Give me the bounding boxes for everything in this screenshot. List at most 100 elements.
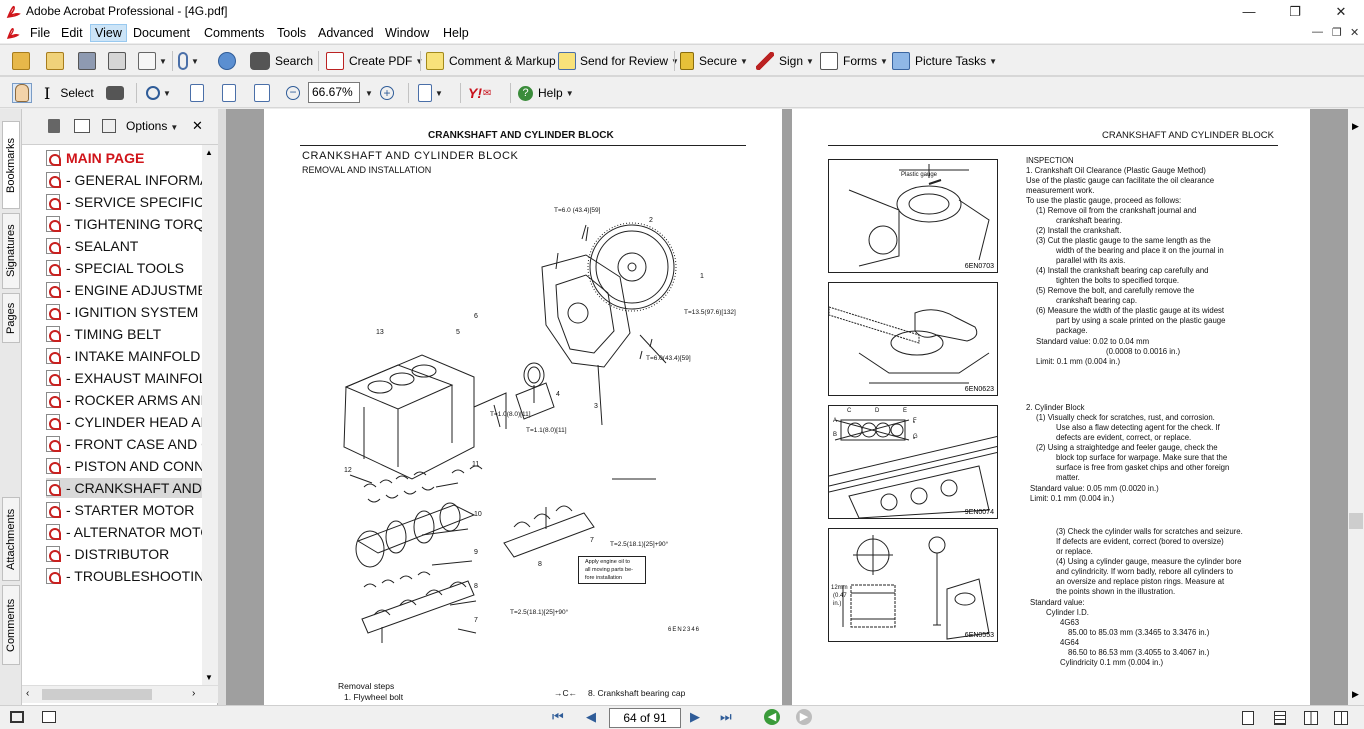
bookmark-item[interactable]: - TIMING BELT	[46, 324, 202, 344]
maximize-button[interactable]: ❐	[1289, 3, 1301, 19]
scroll-left-icon[interactable]: ‹	[26, 688, 30, 699]
picture-tasks-button[interactable]: Picture Tasks▼	[892, 51, 997, 71]
panel-splitter[interactable]	[218, 109, 226, 705]
bookmark-item[interactable]: - IGNITION SYSTEM	[46, 302, 202, 322]
bookmark-item[interactable]: - TIGHTENING TORQU	[46, 214, 202, 234]
forms-button[interactable]: Forms▼	[820, 51, 888, 71]
close-button[interactable]: ✕	[1335, 3, 1347, 19]
open-button[interactable]	[12, 51, 30, 71]
bookmark-item[interactable]: - SERVICE SPECIFICA	[46, 192, 202, 212]
help-button[interactable]: ?Help▼	[518, 83, 574, 103]
bookmark-item[interactable]: - FRONT CASE AND C	[46, 434, 202, 454]
options-icon[interactable]	[42, 711, 56, 723]
tab-comments[interactable]: Comments	[2, 585, 20, 665]
menu-file[interactable]: File	[30, 26, 51, 40]
organizer-button[interactable]	[46, 51, 64, 71]
options-menu[interactable]: Options▼	[126, 119, 178, 133]
document-vertical-scrollbar[interactable]: ▶ ▶	[1348, 109, 1364, 705]
scroll-right-icon[interactable]: ▶	[1352, 689, 1359, 699]
previous-page-button[interactable]: ◀	[586, 709, 596, 724]
next-page-button[interactable]: ▶	[690, 709, 700, 724]
bookmark-item[interactable]: - TROUBLESHOOTING	[46, 566, 202, 586]
bookmark-item[interactable]: - PISTON AND CONNE	[46, 456, 202, 476]
menu-comments[interactable]: Comments	[204, 26, 265, 40]
scroll-thumb[interactable]	[42, 689, 152, 700]
scroll-up-icon[interactable]: ▲	[205, 148, 213, 157]
tab-attachments[interactable]: Attachments	[2, 497, 20, 581]
menu-document[interactable]: Document	[133, 26, 190, 40]
scroll-thumb[interactable]	[1349, 513, 1363, 529]
bookmark-item[interactable]: - GENERAL INFORMA	[46, 170, 202, 190]
search-button[interactable]: Search	[250, 51, 313, 71]
menu-edit[interactable]: Edit	[61, 26, 83, 40]
go-forward-button[interactable]: ▶	[796, 709, 812, 725]
page-number-input[interactable]: 64 of 91	[609, 708, 681, 728]
tab-bookmarks[interactable]: Bookmarks	[2, 121, 20, 209]
zoom-input[interactable]: 66.67%	[308, 82, 360, 103]
bookmark-item[interactable]: - ROCKER ARMS AND	[46, 390, 202, 410]
fit-width-button[interactable]	[254, 83, 270, 103]
bookmarks-horizontal-scrollbar[interactable]: ‹ ›	[22, 685, 218, 703]
send-for-review-button[interactable]: Send for Review▼	[558, 51, 679, 71]
single-page-icon[interactable]	[1242, 711, 1254, 725]
doc-minimize-button[interactable]: —	[1312, 26, 1323, 38]
menu-help[interactable]: Help	[443, 26, 469, 40]
continuous-page-icon[interactable]	[1274, 711, 1286, 725]
doc-close-button[interactable]: ✕	[1350, 27, 1360, 39]
doc-restore-button[interactable]: ❐	[1332, 27, 1342, 39]
bookmark-item[interactable]: - INTAKE MAINFOLD	[46, 346, 202, 366]
snapshot-button[interactable]	[106, 83, 124, 103]
bookmark-item[interactable]: - EXHAUST MAINFOLD	[46, 368, 202, 388]
hand-tool-button[interactable]	[12, 83, 32, 103]
attach-button[interactable]: ▼	[178, 51, 199, 71]
continuous-facing-icon[interactable]	[1334, 711, 1348, 725]
actual-size-button[interactable]	[190, 83, 204, 103]
tab-pages[interactable]: Pages	[2, 293, 20, 343]
tab-signatures[interactable]: Signatures	[2, 213, 20, 289]
zoom-tool-button[interactable]: ▼	[146, 83, 171, 103]
menu-view[interactable]: View	[90, 24, 127, 42]
panel-toggle-icon[interactable]	[10, 711, 24, 723]
bookmark-item[interactable]: - ENGINE ADJUSTMEN	[46, 280, 202, 300]
bookmark-item[interactable]: - ALTERNATOR MOTO	[46, 522, 202, 542]
scroll-down-icon[interactable]: ▼	[205, 673, 213, 682]
scroll-right-icon[interactable]: ›	[192, 688, 196, 699]
rotate-button[interactable]: ▼	[418, 83, 443, 103]
secure-button[interactable]: Secure▼	[680, 51, 748, 71]
trash-icon[interactable]	[48, 119, 60, 133]
yahoo-button[interactable]: Y!✉	[468, 83, 491, 103]
facing-page-icon[interactable]	[1304, 711, 1318, 725]
go-back-button[interactable]: ◀	[764, 709, 780, 725]
comment-markup-button[interactable]: Comment & Markup▼	[426, 51, 567, 71]
bookmark-item[interactable]: - CRANKSHAFT AND C	[46, 478, 202, 498]
bookmark-item[interactable]: - STARTER MOTOR	[46, 500, 202, 520]
menu-window[interactable]: Window	[385, 26, 430, 40]
menu-bar: File Edit View Document Comments Tools A…	[0, 23, 1364, 43]
bookmark-item[interactable]: - SEALANT	[46, 236, 202, 256]
scroll-right-icon[interactable]: ▶	[1352, 121, 1359, 131]
menu-tools[interactable]: Tools	[277, 26, 307, 40]
minimize-button[interactable]: —	[1242, 4, 1256, 19]
expand-bookmark-icon[interactable]	[102, 119, 116, 133]
bookmark-item[interactable]: - CYLINDER HEAD AN	[46, 412, 202, 432]
zoom-dropdown[interactable]: ▼	[362, 83, 373, 103]
web-button[interactable]	[218, 51, 236, 71]
create-pdf-button[interactable]: Create PDF▼	[326, 51, 423, 71]
last-page-button[interactable]: ⏭	[720, 709, 732, 724]
bookmark-item[interactable]: - SPECIAL TOOLS	[46, 258, 202, 278]
sign-button[interactable]: Sign▼	[756, 51, 814, 71]
menu-advanced[interactable]: Advanced	[318, 26, 374, 40]
bookmarks-vertical-scrollbar[interactable]: ▲ ▼	[202, 145, 218, 685]
first-page-button[interactable]: ⏮	[552, 709, 564, 724]
close-panel-icon[interactable]: ✕	[192, 118, 203, 133]
new-bookmark-icon[interactable]	[74, 119, 90, 133]
print-button[interactable]	[108, 51, 126, 71]
zoom-in-button[interactable]: +	[380, 83, 394, 103]
zoom-out-button[interactable]: −	[286, 83, 300, 103]
fit-page-button[interactable]	[222, 83, 236, 103]
bookmark-item[interactable]: MAIN PAGE	[46, 148, 202, 168]
bookmark-item[interactable]: - DISTRIBUTOR	[46, 544, 202, 564]
save-button[interactable]	[78, 51, 96, 71]
email-button[interactable]: ▼	[138, 51, 167, 71]
